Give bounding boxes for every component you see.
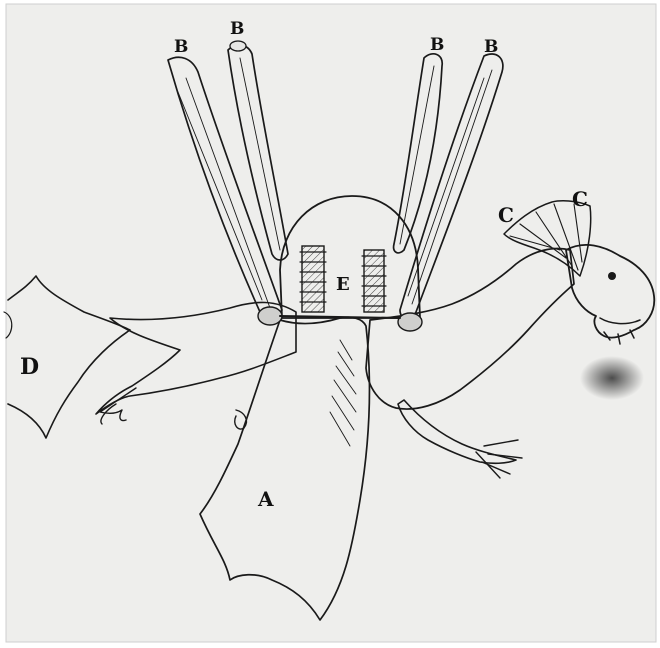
label-d: D: [20, 354, 39, 380]
label-b-1: B: [174, 37, 188, 57]
label-b-4: B: [484, 37, 498, 57]
label-c-2: C: [572, 187, 588, 211]
spring-left: [300, 246, 326, 312]
label-c-1: C: [498, 203, 514, 227]
paper-background: [6, 4, 656, 642]
label-b-2: B: [230, 19, 244, 39]
label-b-3: B: [430, 35, 444, 55]
label-e: E: [336, 274, 350, 295]
ink-smudge: [580, 356, 644, 400]
label-a: A: [257, 487, 274, 511]
dragon-eye: [608, 272, 616, 280]
spring-right: [362, 250, 386, 312]
